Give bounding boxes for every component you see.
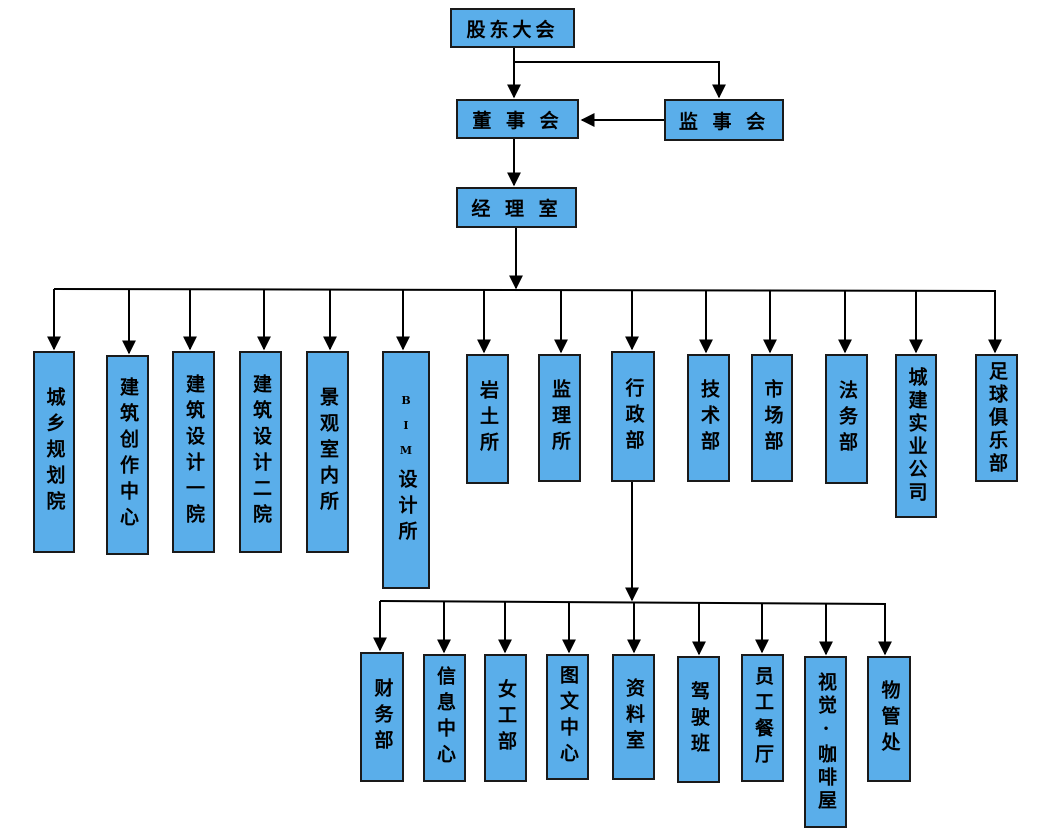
admin-label: 图文中心 [557,665,579,769]
admin-property-management: 物管处 [867,656,911,782]
manager-label: 经 理 室 [471,198,562,220]
dept-label: 建筑设计一院 [183,374,205,530]
dept-supervision: 监理所 [538,354,581,482]
dept-label: 技术部 [698,379,720,457]
admin-driving-team: 驾驶班 [677,656,720,783]
admin-graphics-center: 图文中心 [546,654,589,780]
dept-label: 城建实业公司 [905,367,928,505]
dept-label: 足球俱乐部 [986,360,1008,476]
admin-label: 员工餐厅 [752,666,774,770]
dept-label: 城乡规划院 [43,387,66,517]
board-label: 董 事 会 [472,109,563,132]
admin-staff-canteen: 员工餐厅 [741,654,784,782]
dept-label: 法务部 [836,380,858,458]
dept-design-institute-2: 建筑设计二院 [239,351,282,553]
dept-legal: 法务部 [825,354,868,484]
edge-shareholders-supervisors [514,61,726,99]
dept-landscape-interior: 景观室内所 [306,351,349,553]
admin-vision-cafe: 视觉·咖啡屋 [804,656,847,828]
dept-administration: 行政部 [611,351,655,482]
dept-label: 景观室内所 [317,387,339,517]
manager-box: 经 理 室 [456,187,577,228]
shareholders-box: 股东大会 [450,8,575,48]
dept-design-institute-1: 建筑设计一院 [172,351,215,553]
dept-technology: 技术部 [687,354,730,482]
admin-label: 物管处 [878,680,901,758]
shareholders-label: 股东大会 [466,18,559,41]
admin-womens-affairs: 女工部 [484,654,527,782]
department-bus [53,288,997,292]
dept-architecture-creation: 建筑创作中心 [106,355,149,555]
admin-finance: 财务部 [360,652,404,782]
dept-bim-label-cjk: 设计所 [395,468,418,547]
supervisors-box: 监 事 会 [664,99,784,141]
admin-label: 驾驶班 [688,680,710,759]
admin-archives: 资料室 [612,654,655,780]
dept-football-club: 足球俱乐部 [975,354,1018,482]
dept-label: 市场部 [761,379,784,457]
admin-label: 资料室 [623,678,645,756]
board-box: 董 事 会 [456,99,579,139]
dept-urban-planning: 城乡规划院 [33,351,75,553]
admin-label: 信息中心 [434,666,456,770]
dept-bim-label-latin: BIM [399,393,413,469]
dept-geotechnical: 岩土所 [466,354,509,484]
admin-information-center: 信息中心 [423,654,466,782]
admin-label: 财务部 [371,678,394,756]
dept-label: 行政部 [622,377,645,456]
supervisors-label: 监 事 会 [678,110,770,133]
dept-label: 建筑设计二院 [250,374,272,530]
admin-label: 视觉·咖啡屋 [815,671,837,813]
admin-label: 女工部 [495,679,517,757]
dept-label: 建筑创作中心 [117,377,139,533]
dept-urban-construction-company: 城建实业公司 [895,354,937,518]
dept-marketing: 市场部 [751,354,793,482]
dept-label: 岩土所 [477,380,499,458]
dept-label: 监理所 [549,379,571,457]
